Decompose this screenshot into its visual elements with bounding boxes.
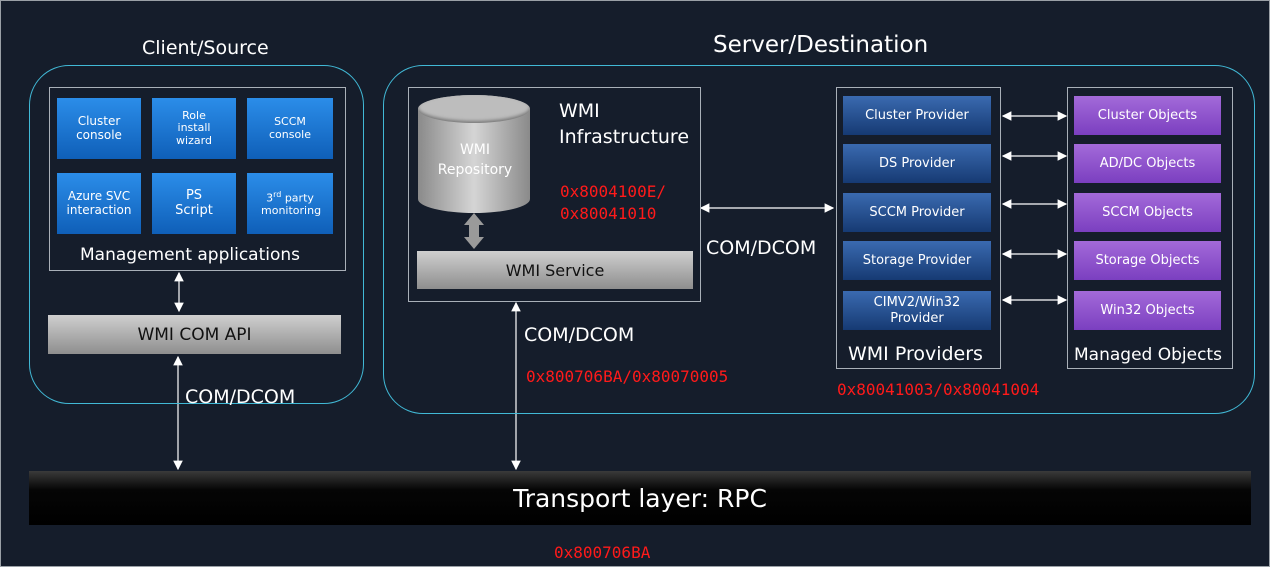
wmi-com-api-box: WMI COM API	[48, 315, 341, 354]
infrastructure-error-2: 0x80041010	[560, 204, 657, 223]
service-error: 0x800706BA/0x80070005	[526, 367, 729, 386]
wmi-infrastructure-panel	[408, 87, 701, 302]
client-com-dcom-label: COM/DCOM	[185, 386, 296, 408]
managed-objects-panel	[1067, 87, 1233, 369]
sccm-console-app: SCCM console	[247, 98, 333, 159]
wmi-service-box: WMI Service	[417, 251, 693, 289]
repository-service-arrow	[464, 213, 484, 249]
wmi-infrastructure-label: WMI Infrastructure	[559, 100, 690, 148]
win32-objects: Win32 Objects	[1074, 291, 1221, 330]
wmi-repository-label: WMI Repository	[437, 142, 513, 178]
management-apps-caption: Management applications	[80, 245, 301, 265]
client-title: Client/Source	[142, 37, 269, 59]
third-party-monitoring-app: 3rd party monitoring	[247, 173, 333, 234]
role-install-wizard-app: Role install wizard	[152, 98, 236, 159]
third-party-label: 3rd party monitoring	[261, 189, 322, 217]
wmi-providers-panel	[836, 87, 1001, 369]
server-title: Server/Destination	[713, 32, 929, 58]
cluster-console-app: Cluster console	[57, 98, 141, 159]
azure-svc-interaction-app: Azure SVC interaction	[57, 173, 141, 234]
cimv2-win32-provider: CIMV2/Win32 Provider	[843, 291, 991, 330]
transport-error: 0x800706BA	[554, 543, 651, 562]
storage-provider: Storage Provider	[843, 241, 991, 280]
ps-script-app: PS Script	[152, 173, 236, 234]
server-region	[383, 65, 1255, 414]
transport-layer-label: Transport layer: RPC	[513, 483, 767, 513]
sccm-provider: SCCM Provider	[843, 193, 991, 232]
infrastructure-error-1: 0x8004100E/	[560, 182, 666, 201]
sccm-objects: SCCM Objects	[1074, 193, 1221, 232]
infra-providers-com-dcom-label: COM/DCOM	[706, 237, 817, 259]
ds-provider: DS Provider	[843, 144, 991, 183]
storage-objects: Storage Objects	[1074, 241, 1221, 280]
transport-layer-bar: Transport layer: RPC	[29, 471, 1251, 525]
managed-objects-caption: Managed Objects	[1074, 345, 1222, 365]
cluster-provider: Cluster Provider	[843, 96, 991, 135]
cluster-objects: Cluster Objects	[1074, 96, 1221, 135]
providers-error: 0x80041003/0x80041004	[837, 380, 1040, 399]
server-com-dcom-label: COM/DCOM	[524, 324, 635, 346]
wmi-providers-caption: WMI Providers	[848, 343, 983, 365]
cylinder-top	[418, 95, 530, 123]
management-apps-panel	[49, 87, 346, 271]
ad-dc-objects: AD/DC Objects	[1074, 144, 1221, 183]
client-region	[29, 65, 364, 404]
